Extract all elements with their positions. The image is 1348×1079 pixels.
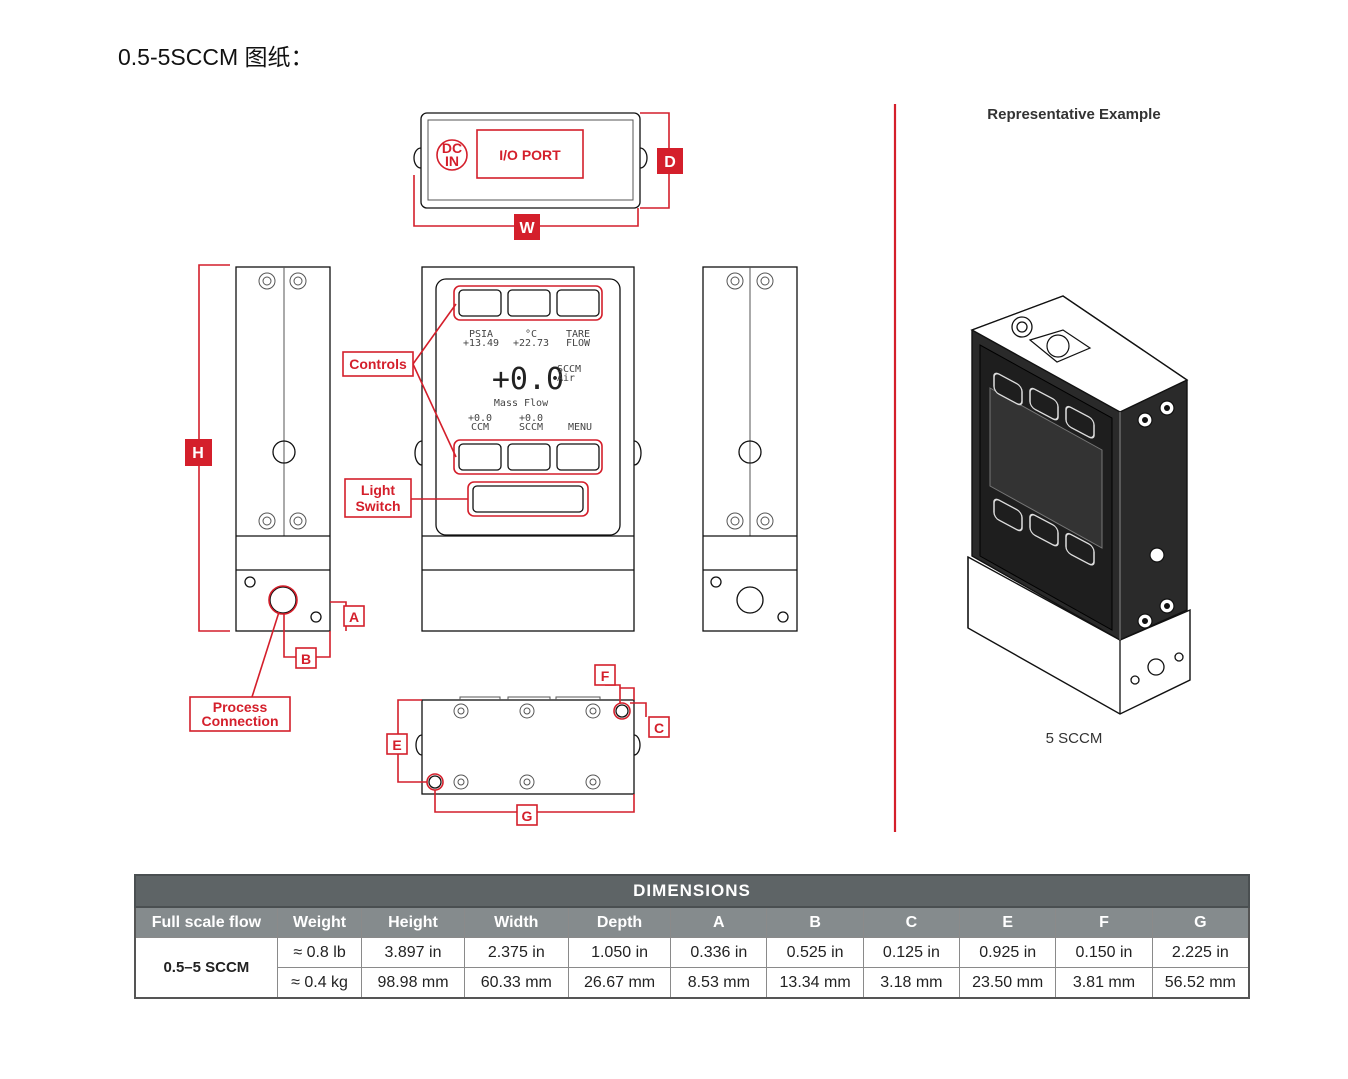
dim-e-label: E [392,737,401,753]
screen-gas: Air [557,373,575,384]
header-b: B [766,906,864,938]
screen-big-value: +0.0 [492,362,564,397]
process-label-2: Connection [202,713,279,729]
cell: 2.225 in [1151,937,1250,968]
screen-unit: SCCM [557,364,581,375]
table-row: ≈ 0.4 kg 98.98 mm 60.33 mm 26.67 mm 8.53… [135,967,1250,999]
dim-w-label: W [519,220,535,237]
dim-d-label: D [664,154,676,171]
representative-example: Representative Example [967,106,1191,747]
cell: 98.98 mm [361,967,465,999]
technical-drawing: .ln { fill:none; stroke:#111; stroke-wid… [185,104,1191,832]
cell: 1.050 in [567,937,672,968]
header-weight: Weight [276,906,363,938]
cell: 3.18 mm [862,967,961,999]
cell: ≈ 0.4 kg [276,967,363,999]
cell: 0.150 in [1055,937,1153,968]
cell: 0.336 in [670,937,768,968]
screen-deg-c-value: +22.73 [513,338,549,349]
screen-flow: FLOW [566,338,591,349]
screen-sccm: SCCM [519,422,543,433]
screen-psia-value: +13.49 [463,338,499,349]
screen-mass-flow: Mass Flow [494,398,549,409]
light-switch-label-2: Switch [355,498,400,514]
left-side-view: H A B Process Connection [185,264,365,732]
page-title: 0.5-5SCCM 图纸： [118,44,314,70]
cell: 13.34 mm [766,967,864,999]
dim-h-label: H [192,445,204,462]
cell: 8.53 mm [670,967,768,999]
io-port-label: I/O PORT [499,147,561,163]
screen-ccm: CCM [471,422,489,433]
header-f: F [1055,906,1153,938]
process-label-1: Process [213,699,268,715]
dim-c-label: C [654,720,664,736]
dim-b-label: B [301,651,311,667]
table-caption: DIMENSIONS [134,874,1250,908]
dimensions-table: DIMENSIONS Full scale flow Weight Height… [134,874,1250,999]
cell: 56.52 mm [1151,967,1250,999]
screen-tare: TARE [566,329,590,340]
cell: 0.925 in [959,937,1057,968]
screen-psia: PSIA [469,329,493,340]
example-caption: 5 SCCM [1046,730,1103,747]
cell: 23.50 mm [959,967,1057,999]
light-switch-label-1: Light [361,482,396,498]
right-side-view [702,266,798,632]
header-depth: Depth [567,906,672,938]
dc-in-label-2: IN [445,153,459,169]
cell: 3.897 in [361,937,465,968]
dim-f-label: F [601,668,610,684]
screen-ccm-value: +0.0 [468,413,492,424]
dim-a-label: A [349,609,359,625]
example-heading: Representative Example [987,106,1160,123]
header-height: Height [361,906,465,938]
header-a: A [670,906,768,938]
cell-flow-range: 0.5–5 SCCM [134,937,278,999]
cell: 0.525 in [766,937,864,968]
header-full-scale-flow: Full scale flow [134,906,278,938]
header-g: G [1151,906,1250,938]
cell: 26.67 mm [567,967,672,999]
dc-in-label-1: DC [442,140,462,156]
table-row: 0.5–5 SCCM ≈ 0.8 lb 3.897 in 2.375 in 1.… [134,937,1250,999]
bottom-view: E G F C [386,664,670,826]
header-width: Width [463,906,569,938]
cell: 3.81 mm [1055,967,1153,999]
header-e: E [959,906,1057,938]
cell: 2.375 in [463,937,569,968]
table-header-row: Full scale flow Weight Height Width Dept… [134,906,1250,938]
cell: ≈ 0.8 lb [276,937,363,968]
screen-deg-c: °C [525,329,537,340]
cell: 0.125 in [862,937,961,968]
screen-sccm-value: +0.0 [519,413,543,424]
dim-g-label: G [522,808,533,824]
front-view: PSIA +13.49 °C +22.73 TARE FLOW +0.0 SCC… [342,266,642,632]
header-c: C [862,906,961,938]
top-view: DC IN I/O PORT D W [413,112,683,240]
cell: 60.33 mm [463,967,569,999]
controls-label: Controls [349,356,407,372]
screen-menu: MENU [568,422,592,433]
